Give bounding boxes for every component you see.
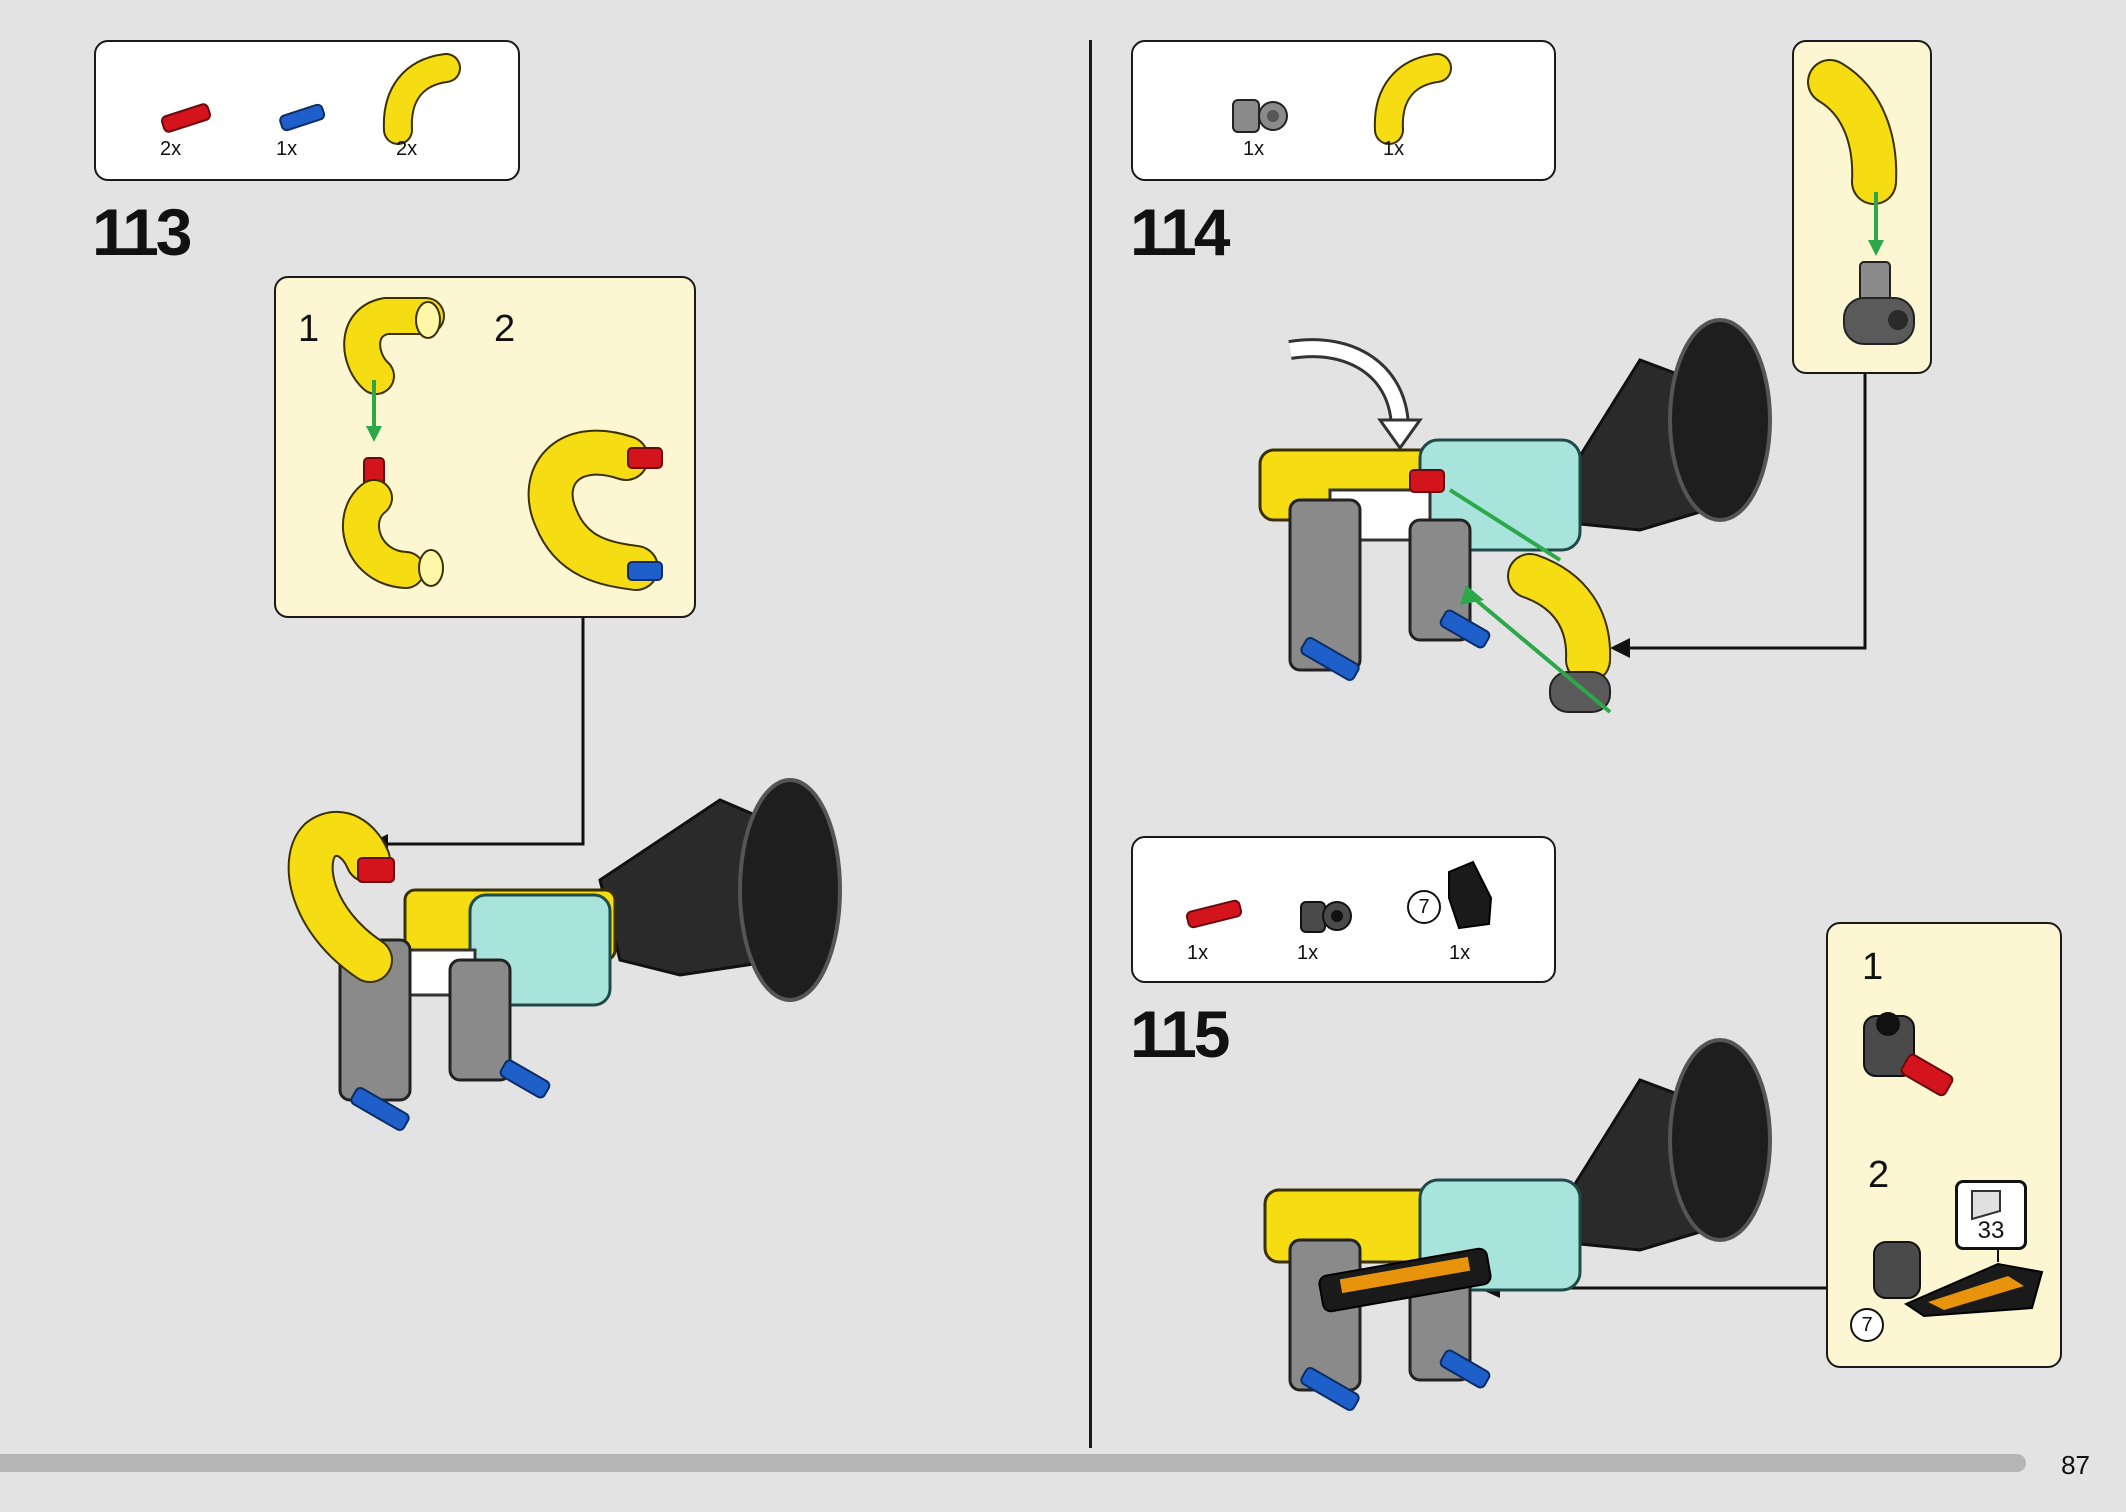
- dark-pin-connector-icon: [1873, 1241, 1921, 1299]
- green-arrow-icon: [1448, 488, 1612, 714]
- substep-number: 1: [298, 308, 320, 350]
- yellow-elbow-tube-icon: [343, 297, 445, 395]
- subassembly-box-115: 1 2 7: [1826, 922, 2062, 1368]
- red-axle-pin-icon: [161, 103, 211, 133]
- parts-list-step-114: 1x 1x: [1131, 40, 1556, 181]
- callout-line: [1610, 374, 1867, 658]
- parts-list-step-115: 7 1x 1x 1x: [1131, 836, 1556, 983]
- subassembly-box-113: 1 2: [274, 276, 696, 618]
- part-qty: 1x: [1449, 942, 1471, 964]
- black-angled-panel-icon: [1448, 860, 1493, 930]
- subassembly-illustration: [1807, 59, 1915, 345]
- black-angled-panel-icon: [1903, 1262, 2044, 1318]
- part-qty: 1x: [276, 138, 298, 160]
- panel-count-badge: 7: [1850, 1308, 1884, 1342]
- substep-number: 2: [1868, 1154, 1890, 1196]
- dark-pin-connector-icon: [1863, 1012, 1954, 1097]
- sticker-number: 33: [1977, 1217, 2005, 1244]
- step-number: 114: [1130, 195, 1230, 269]
- subassembly-illustration: [342, 297, 663, 591]
- sticker-reference: 33: [1955, 1180, 2027, 1250]
- blue-axle-pin-icon: [279, 103, 326, 132]
- step-number: 113: [92, 195, 192, 269]
- parts-illustrations: [1185, 860, 1493, 933]
- model-body-icon: [1263, 1178, 1582, 1411]
- nozzle-cone-icon: [1537, 318, 1772, 532]
- yellow-elbow-tube-icon: [342, 479, 444, 589]
- progress-bar: [0, 1454, 2026, 1472]
- step-number: 115: [1130, 997, 1230, 1071]
- yellow-curved-tube-icon: [1807, 59, 1898, 205]
- green-arrow-icon: [1868, 192, 1884, 256]
- part-qty: 2x: [396, 138, 418, 160]
- rotate-arrow-icon: [1288, 338, 1423, 451]
- nozzle-cone-icon: [598, 778, 842, 1002]
- page-divider: [1089, 40, 1092, 1448]
- parts-list-step-113: 2x 1x 2x: [94, 40, 520, 181]
- part-qty: 1x: [1297, 942, 1319, 964]
- red-axle-icon: [1185, 899, 1243, 929]
- green-arrow-icon: [366, 380, 382, 442]
- model-body-icon: [1258, 438, 1582, 681]
- page-number: 87: [2061, 1450, 2090, 1480]
- yellow-curved-tube-icon: [1507, 553, 1612, 683]
- parts-illustrations: [1232, 53, 1452, 145]
- substep-number: 2: [494, 308, 516, 350]
- part-qty: 1x: [1383, 138, 1405, 160]
- dark-pin-connector-icon: [1300, 901, 1352, 933]
- yellow-curved-tube-icon: [382, 53, 461, 145]
- panel-count-badge: 7: [1407, 890, 1441, 924]
- part-qty: 2x: [160, 138, 182, 160]
- assembled-tube-icon: [527, 429, 663, 591]
- yellow-curved-tube-icon: [1373, 53, 1452, 145]
- part-qty: 1x: [1243, 138, 1265, 160]
- gray-pin-connector-icon: [1843, 261, 1915, 345]
- subassembly-box-114: [1792, 40, 1932, 374]
- nozzle-cone-icon: [1537, 1038, 1772, 1252]
- sticker-sheet-icon: [1971, 1190, 2001, 1221]
- substep-number: 1: [1862, 946, 1884, 988]
- model-body-icon: [338, 888, 617, 1131]
- gray-pin-connector-icon: [1232, 99, 1288, 133]
- yellow-curved-tube-icon: [287, 811, 395, 983]
- part-qty: 1x: [1187, 942, 1209, 964]
- parts-illustrations: [161, 53, 461, 145]
